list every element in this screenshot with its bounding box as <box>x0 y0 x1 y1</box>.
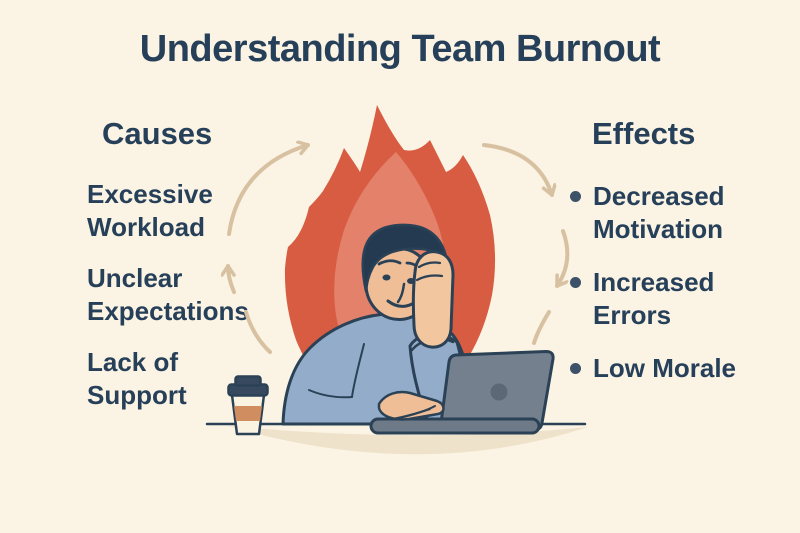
sweater-fold-line <box>308 389 353 399</box>
causes-heading: Causes <box>102 116 213 151</box>
effect-row: Low Morale <box>570 352 790 385</box>
hand-on-keyboard <box>377 390 445 421</box>
laptop-icon <box>369 350 555 435</box>
cause-item: Excessive Workload <box>87 179 213 242</box>
cycle-arc-lower-right <box>532 310 551 345</box>
page-title: Understanding Team Burnout <box>139 28 661 70</box>
frown-mouth <box>386 299 414 308</box>
cup-band <box>234 406 262 421</box>
effects-heading: Effects <box>592 116 696 151</box>
cycle-arc-lower-left <box>244 310 272 354</box>
keyboard-hand <box>377 390 445 421</box>
cycle-arrow-left-up <box>228 264 236 294</box>
cup-lid-cap <box>234 375 262 387</box>
effect-item: Low Morale <box>593 353 737 383</box>
cause-item: Unclear Expectations <box>87 263 249 326</box>
effects-list: Decreased Motivation Increased Errors Lo… <box>570 180 790 405</box>
desk-shadow <box>228 426 588 455</box>
cycle-arrow-top-left <box>227 145 310 236</box>
hand-on-cheek <box>411 250 455 349</box>
effect-item: Increased Errors <box>593 267 715 330</box>
nose-line <box>396 282 406 304</box>
laptop-logo <box>490 383 508 401</box>
left-eyebrow <box>377 259 402 266</box>
effect-item: Decreased Motivation <box>593 181 725 244</box>
finger-line <box>417 261 442 269</box>
effect-row: Increased Errors <box>570 266 790 332</box>
sweater-fold-line <box>351 343 365 398</box>
finger-line <box>415 274 444 282</box>
bullet-dot <box>570 363 581 374</box>
effect-row: Decreased Motivation <box>570 180 790 246</box>
causes-list: Excessive Workload Unclear Expectations … <box>87 178 297 430</box>
bullet-dot <box>570 191 581 202</box>
laptop-base <box>369 417 541 435</box>
cycle-arrow-right-down <box>555 229 570 288</box>
cycle-arrow-top-right <box>482 143 552 197</box>
finger-line <box>391 408 431 420</box>
bullet-dot <box>570 277 581 288</box>
coffee-cup-icon <box>227 375 269 436</box>
cause-item: Lack of Support <box>87 347 187 410</box>
left-eye <box>382 274 391 281</box>
burnout-cycle-arrows <box>227 143 570 354</box>
